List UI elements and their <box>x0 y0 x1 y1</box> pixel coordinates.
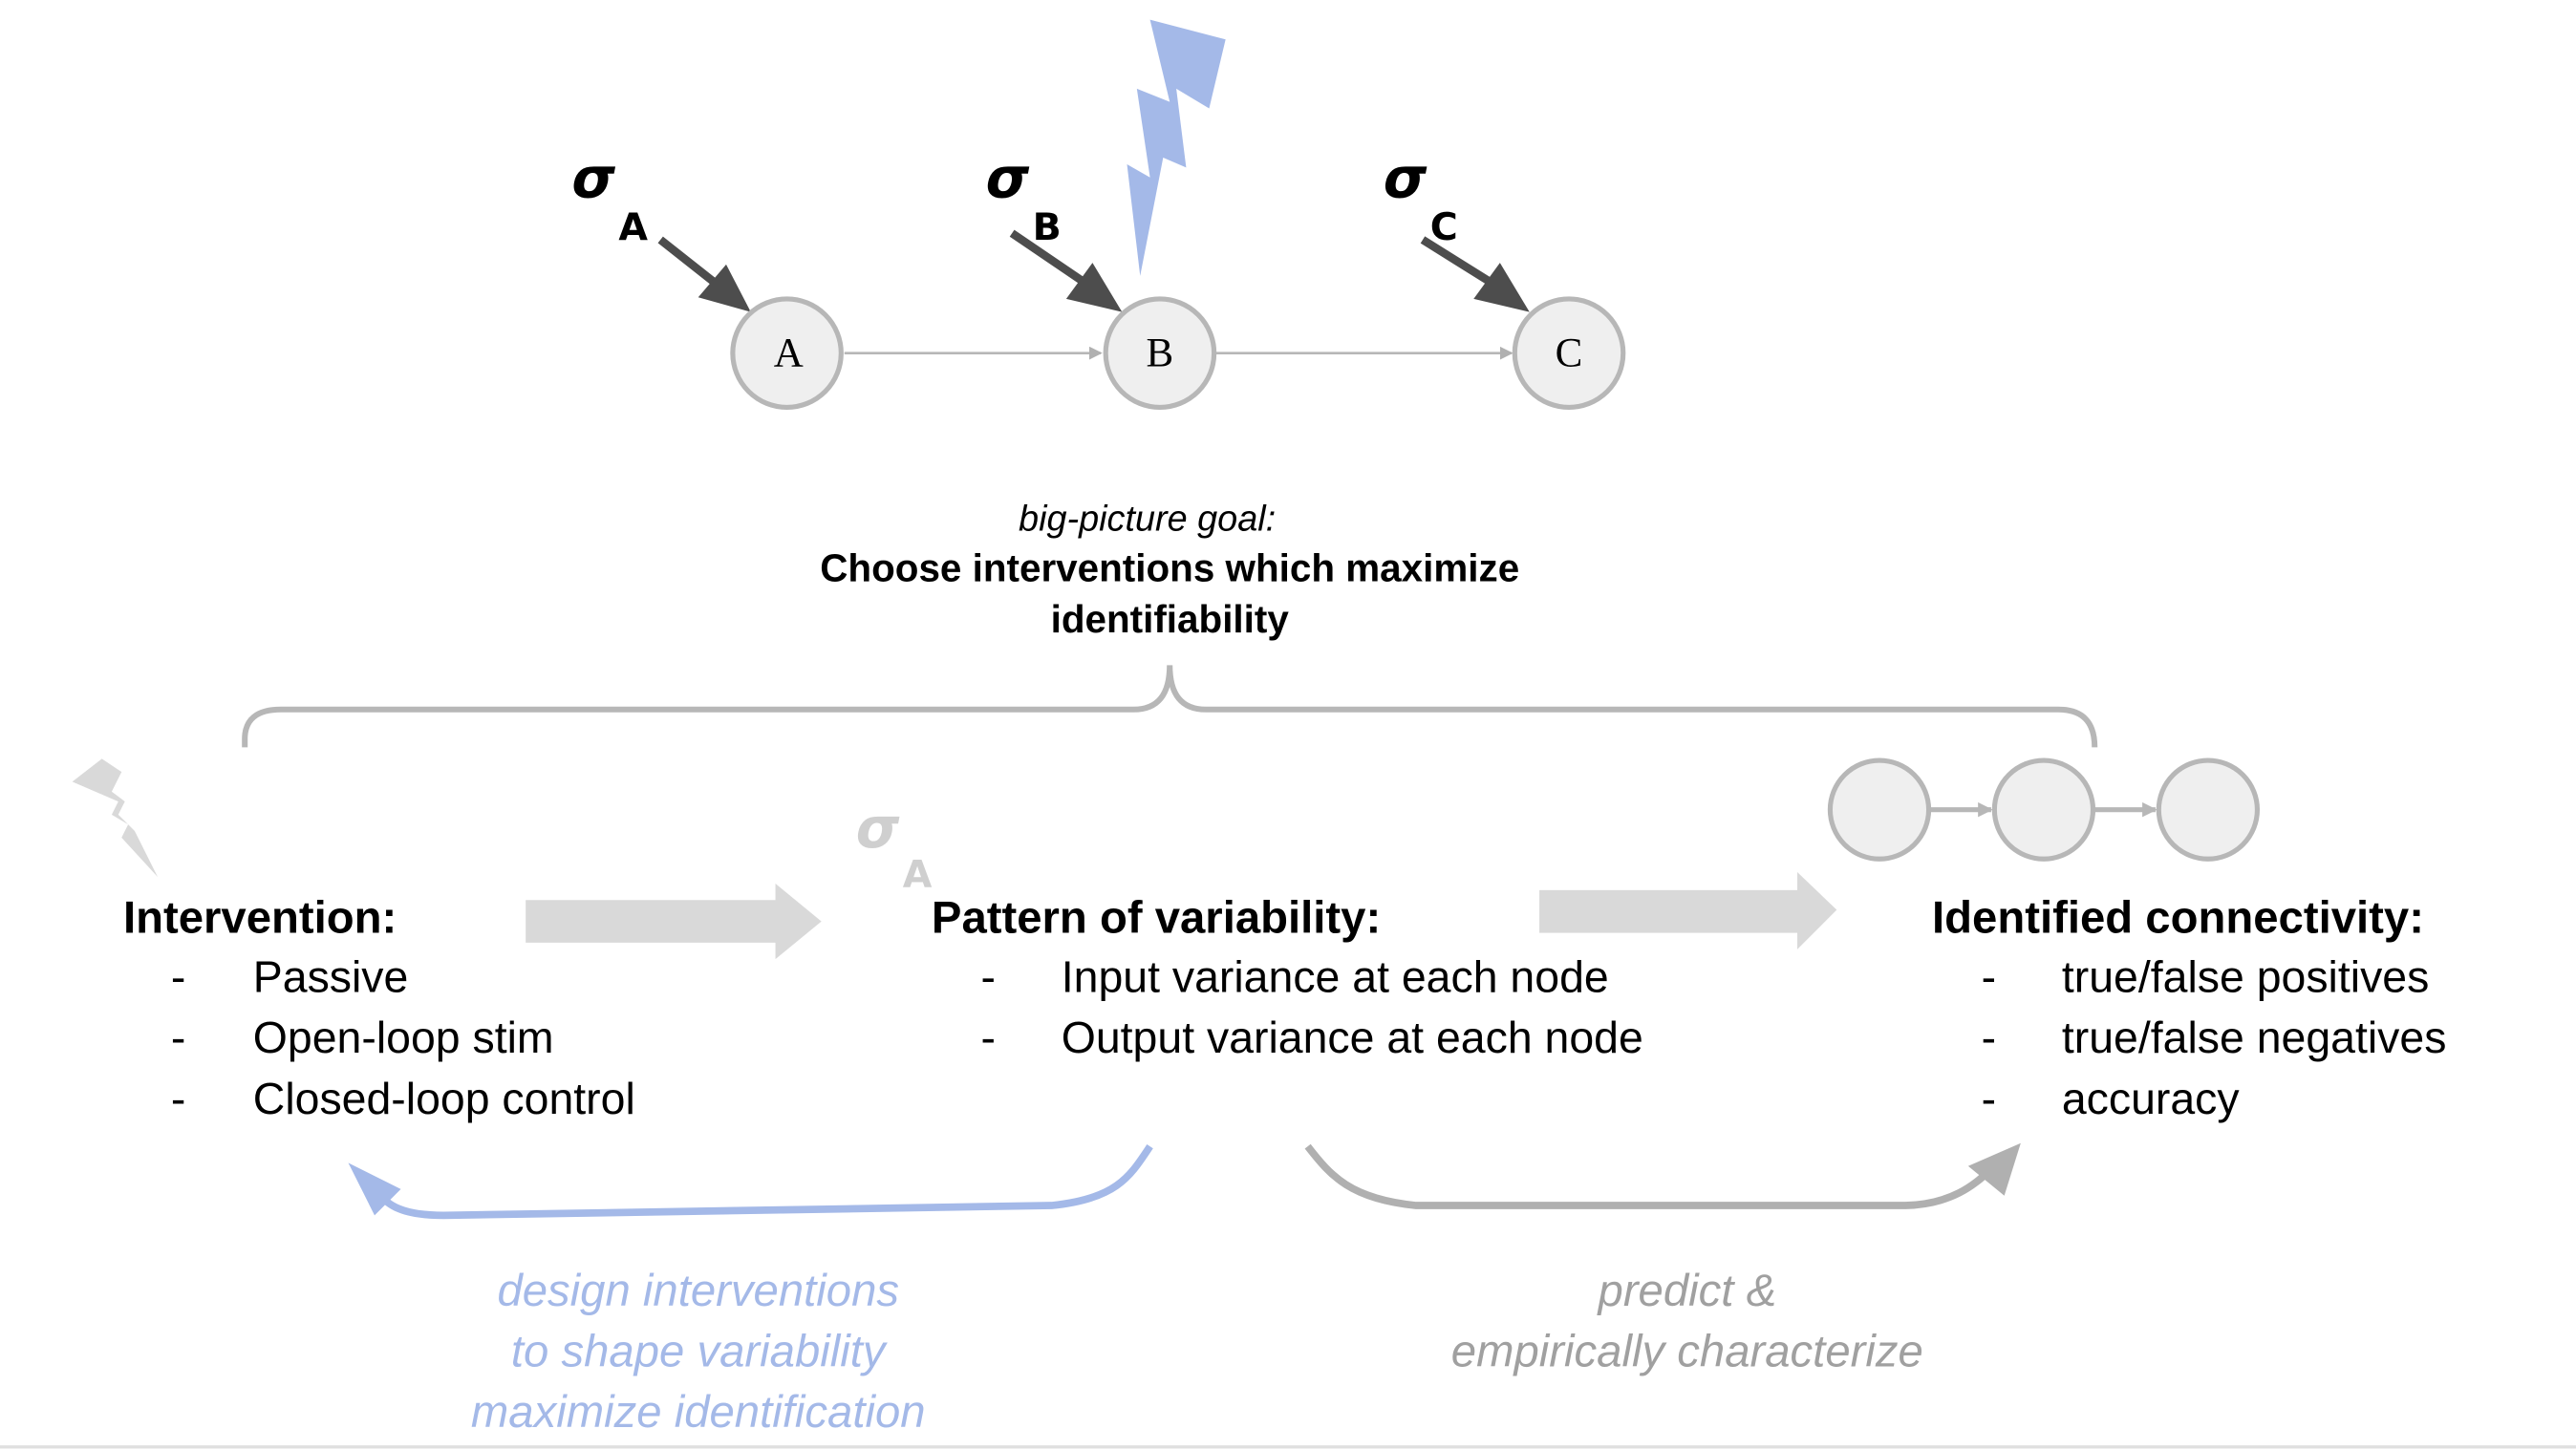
sigma-subscript: A <box>902 854 933 897</box>
intervention-item-closed-loop: Closed-loop control <box>252 1074 635 1124</box>
goal-title-line-2: identifiability <box>1050 597 1289 641</box>
sigma-symbol: σ <box>855 796 900 863</box>
design-caption-line-2: to shape variability <box>510 1325 886 1376</box>
predict-arrowhead <box>1967 1142 2021 1196</box>
sigma-arrow-a <box>657 236 751 312</box>
node-c <box>1512 296 1626 410</box>
predict-caption: predict & empirically characterize <box>1359 1260 2016 1381</box>
goal-title: Choose interventions which maximize iden… <box>710 544 1630 646</box>
list-dash: - <box>1981 1013 1997 1063</box>
intervention-item-passive: Passive <box>252 952 409 1002</box>
list-dash: - <box>1981 1074 1997 1124</box>
flow-arrow-intervention-to-variability <box>526 884 822 960</box>
chain-node-3 <box>2156 757 2261 862</box>
predict-caption-line-1: predict & <box>1598 1264 1777 1316</box>
faded-sigma-label: σA <box>856 801 933 894</box>
connectivity-heading: Identified connectivity: <box>1932 891 2424 943</box>
design-caption: design interventions to shape variabilit… <box>370 1260 1027 1442</box>
node-c-label: C <box>1555 331 1583 376</box>
sigma-label-a: σA <box>571 151 648 247</box>
intervention-heading: Intervention: <box>122 891 397 943</box>
list-dash: - <box>1981 952 1997 1002</box>
sigma-arrow-b <box>1009 229 1123 312</box>
list-dash: - <box>170 952 186 1002</box>
sigma-label-b: σB <box>986 151 1062 247</box>
sigma-symbol: σ <box>985 146 1030 212</box>
design-caption-line-3: maximize identification <box>470 1386 926 1438</box>
sigma-symbol: σ <box>571 146 615 212</box>
variability-item-input: Input variance at each node <box>1061 952 1609 1002</box>
list-dash: - <box>980 1013 996 1063</box>
chain-node-1 <box>1827 757 1932 862</box>
predict-arrow <box>1304 1143 1994 1209</box>
sigma-symbol: σ <box>1383 146 1428 212</box>
intervention-item-open-loop: Open-loop stim <box>252 1013 554 1063</box>
node-a <box>730 296 844 410</box>
list-dash: - <box>170 1013 186 1063</box>
curly-brace <box>242 665 2098 748</box>
connectivity-item-accuracy: accuracy <box>2061 1074 2240 1124</box>
list-dash: - <box>980 952 996 1002</box>
predict-caption-line-2: empirically characterize <box>1450 1325 1923 1376</box>
sigma-arrow-c <box>1420 236 1530 312</box>
flow-arrow-variability-to-connectivity <box>1539 872 1837 949</box>
lightning-bolt-icon <box>1127 19 1226 276</box>
node-a-label: A <box>773 331 804 376</box>
chain-node-2 <box>1991 757 2096 862</box>
connectivity-item-negatives: true/false negatives <box>2061 1013 2447 1063</box>
design-feedback-arrow <box>375 1143 1153 1220</box>
node-b-label: B <box>1146 331 1174 376</box>
small-lightning-icon <box>72 758 159 878</box>
sigma-label-c: σC <box>1384 151 1458 247</box>
goal-title-line-1: Choose interventions which maximize <box>820 546 1520 590</box>
design-arrowhead <box>348 1162 401 1216</box>
sigma-subscript: B <box>1032 206 1062 250</box>
sigma-subscript: C <box>1429 206 1458 250</box>
list-dash: - <box>170 1074 186 1124</box>
variability-heading: Pattern of variability: <box>931 891 1382 943</box>
connectivity-item-positives: true/false positives <box>2061 952 2430 1002</box>
node-b <box>1103 296 1217 410</box>
goal-label: big-picture goal: <box>1019 497 1277 539</box>
variability-item-output: Output variance at each node <box>1061 1013 1643 1063</box>
design-caption-line-1: design interventions <box>497 1264 900 1316</box>
sigma-subscript: A <box>618 206 648 250</box>
